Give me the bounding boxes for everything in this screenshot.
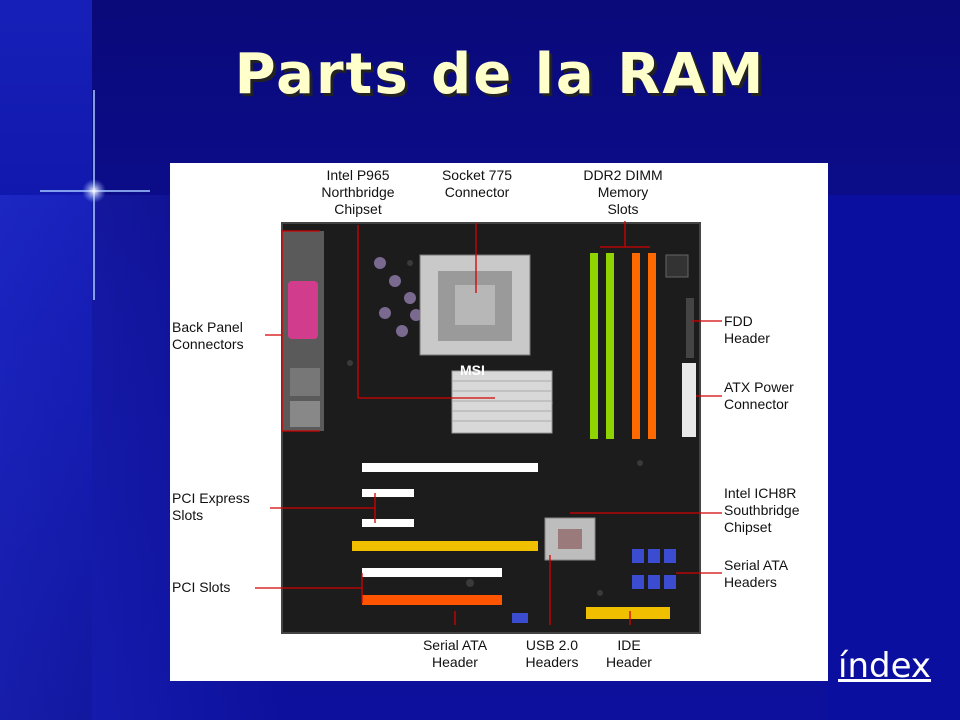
pci-slot-1 (362, 568, 502, 577)
dimm-slot-3 (632, 253, 640, 439)
label-socket: Socket 775 Connector (441, 167, 513, 200)
dimm-slot-1 (590, 253, 598, 439)
ide-connector (586, 607, 670, 619)
pcie-slot-yellow (352, 541, 538, 551)
label-back-panel: Back Panel Connectors (172, 319, 244, 352)
pcie-slot-x16 (362, 463, 538, 472)
label-ddr2: DDR2 DIMM Memory Slots (583, 167, 663, 217)
label-fdd: FDD Header (724, 313, 770, 346)
dimm-slot-4 (648, 253, 656, 439)
label-pci-slots: PCI Slots (172, 579, 231, 595)
slide-right-panel (828, 195, 960, 720)
label-atx: ATX Power Connector (724, 379, 794, 412)
index-link[interactable]: índex (838, 646, 932, 686)
label-serial-ata-header: Serial ATA Header (422, 637, 488, 670)
motherboard-diagram: MSI (170, 163, 828, 681)
label-northbridge: Intel P965 Northbridge Chipset (321, 167, 395, 217)
label-southbridge: Intel ICH8R Southbridge Chipset (724, 485, 800, 535)
callout-lines (255, 221, 722, 625)
pci-slot-2 (362, 595, 502, 605)
atx-power-connector (682, 363, 696, 437)
label-usb: USB 2.0 Headers (525, 637, 579, 670)
label-pci-express: PCI Express Slots (172, 490, 250, 523)
board-brand: MSI (460, 362, 485, 378)
northbridge-heatsink (451, 370, 553, 434)
motherboard-image: MSI (255, 221, 722, 634)
slide-background-left (0, 0, 92, 720)
slide-title: Parts de la RAM (234, 42, 766, 107)
dimm-slot-2 (606, 253, 614, 439)
label-serial-ata-headers: Serial ATA Headers (724, 557, 789, 590)
label-ide: IDE Header (606, 637, 652, 670)
